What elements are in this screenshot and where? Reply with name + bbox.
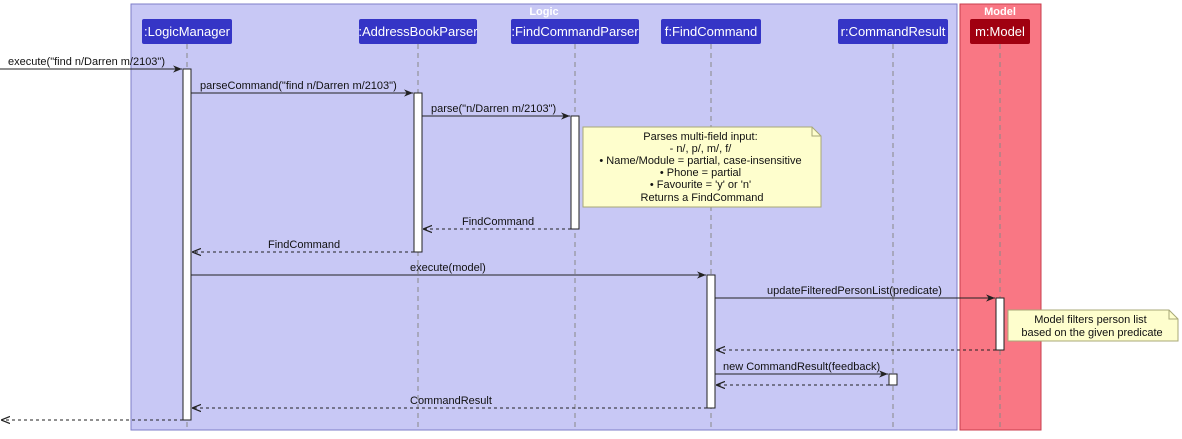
message-return-find-command-2-label: FindCommand: [268, 239, 340, 251]
message-parse-command-label: parseCommand("find n/Darren m/2103"): [200, 80, 397, 92]
logic-group-title: Logic: [529, 6, 558, 18]
svg-text:Model filters person list: Model filters person list based on the g…: [1021, 314, 1162, 339]
logic-group-box: [130, 3, 958, 431]
message-parse-command: parseCommand("find n/Darren m/2103"): [191, 80, 413, 97]
message-update-filtered-list: updateFilteredPersonList(predicate): [715, 285, 995, 302]
activation-find-command-parser: [570, 115, 580, 230]
activation-command-result: [888, 373, 898, 386]
participant-logic-manager-label: :LogicManager: [144, 24, 231, 39]
participant-find-command-label: f:FindCommand: [665, 24, 757, 39]
note-parser: Parses multi-field input: - n/, p/, m/, …: [582, 126, 822, 208]
message-return-find-command-1: FindCommand: [423, 216, 571, 229]
message-parse-label: parse("n/Darren m/2103"): [431, 103, 556, 115]
participant-model: m:Model: [970, 19, 1030, 44]
note-model: Model filters person list based on the g…: [1007, 309, 1179, 342]
note-model-line-2: based on the given predicate: [1021, 327, 1162, 339]
participant-address-book-parser: :AddressBookParser: [358, 19, 478, 44]
message-return-command-result-label: CommandResult: [410, 395, 492, 407]
note-parser-line-6: Returns a FindCommand: [641, 192, 764, 204]
participant-command-result: r:CommandResult: [838, 19, 948, 44]
note-model-line-1: Model filters person list: [1034, 314, 1147, 326]
model-group-title: Model: [984, 6, 1016, 18]
message-update-filtered-list-label: updateFilteredPersonList(predicate): [767, 285, 942, 297]
svg-text:Parses multi-field input:: Parses multi-field input: - n/, p/, m/, …: [599, 131, 804, 204]
message-new-command-result: new CommandResult(feedback): [715, 361, 888, 378]
participant-find-command-parser: :FindCommandParser: [511, 19, 639, 44]
logic-group: Logic: [130, 3, 958, 431]
note-parser-line-3: • Name/Module = partial, case-insensitiv…: [599, 155, 801, 167]
note-parser-line-4: • Phone = partial: [660, 167, 741, 179]
message-execute-incoming-label: execute("find n/Darren m/2103"): [8, 56, 165, 68]
activation-logic-manager: [182, 68, 192, 421]
note-parser-line-5: • Favourite = 'y' or 'n': [650, 179, 751, 191]
participant-logic-manager: :LogicManager: [142, 19, 232, 44]
participant-find-command-parser-label: :FindCommandParser: [511, 24, 639, 39]
message-new-command-result-label: new CommandResult(feedback): [723, 361, 880, 373]
participant-model-label: m:Model: [975, 24, 1025, 39]
participant-command-result-label: r:CommandResult: [841, 24, 946, 39]
message-execute-incoming: execute("find n/Darren m/2103"): [0, 56, 182, 73]
message-return-find-command-1-label: FindCommand: [462, 216, 534, 228]
activation-find-command: [706, 274, 716, 409]
message-return-command-result: CommandResult: [192, 395, 707, 408]
participant-find-command: f:FindCommand: [661, 19, 761, 44]
message-parse: parse("n/Darren m/2103"): [422, 103, 570, 120]
participant-address-book-parser-label: :AddressBookParser: [358, 24, 478, 39]
message-execute-model: execute(model): [191, 262, 706, 279]
activations: [182, 68, 1005, 421]
activation-address-book-parser: [413, 92, 423, 253]
message-return-find-command-2: FindCommand: [192, 239, 414, 252]
messages: execute("find n/Darren m/2103") parseCom…: [0, 56, 996, 420]
note-parser-line-2: - n/, p/, m/, f/: [670, 143, 733, 155]
message-execute-model-label: execute(model): [410, 262, 486, 274]
note-parser-line-1: Parses multi-field input:: [643, 131, 757, 143]
activation-model: [995, 297, 1005, 351]
